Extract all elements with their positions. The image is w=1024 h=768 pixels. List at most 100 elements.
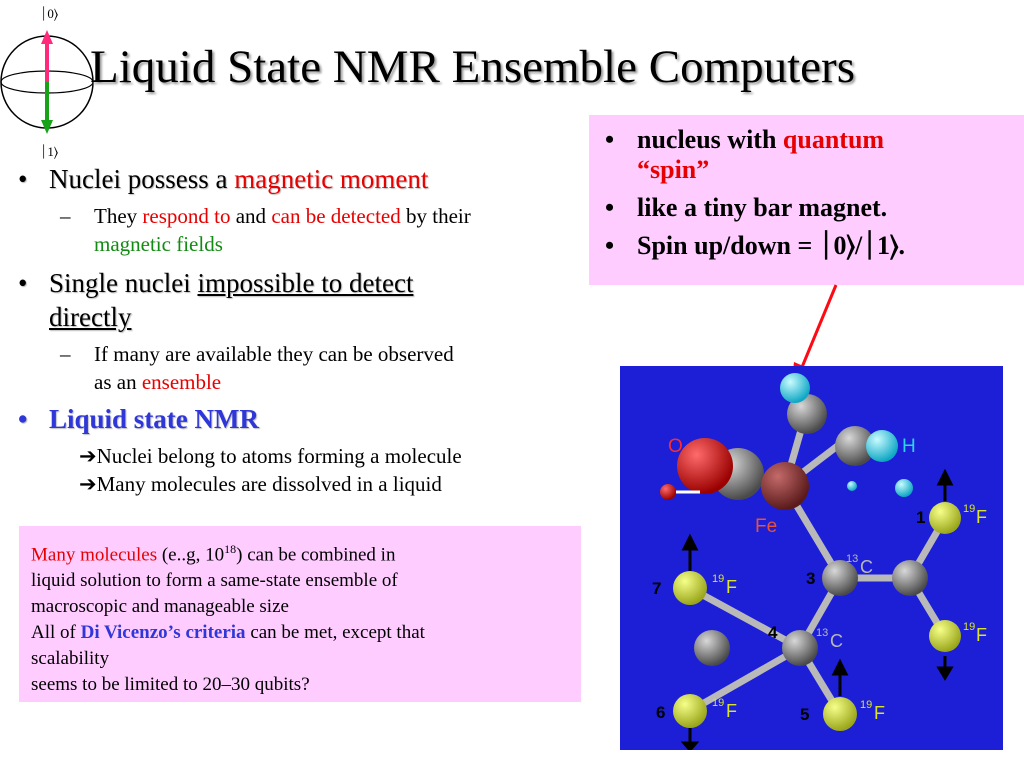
bloch-sphere-icon xyxy=(0,30,94,134)
atom-index-1: 1 xyxy=(916,508,925,527)
sub-text: Many molecules are dissolved in a liquid xyxy=(96,472,442,496)
bullet-liquid-state-nmr: • Liquid state NMR xyxy=(18,402,596,436)
sub-text: and xyxy=(230,204,272,228)
bullet-magnetic-moment: • Nuclei possess a magnetic moment xyxy=(18,162,596,196)
sub-text: If many are available they can be observ… xyxy=(94,342,454,366)
note-line: macroscopic and manageable size xyxy=(31,596,289,618)
arrow-icon: ➔ xyxy=(79,444,97,468)
F-label: F xyxy=(874,703,885,723)
bullet-text: Nuclei possess a xyxy=(49,164,235,194)
molecule-arrows xyxy=(680,468,954,750)
note-line: scalability xyxy=(31,648,110,670)
note-line: All of Di Vicenzo’s criteria can be met,… xyxy=(31,620,571,646)
highlight-text: can be detected xyxy=(271,204,401,228)
spin-info-box: • nucleus with quantum “spin” • like a t… xyxy=(589,115,1024,285)
ensemble-note-box: Many molecules (e..g, 1018) can be combi… xyxy=(19,526,581,702)
highlight-text: respond to xyxy=(142,204,231,228)
atom-index-7: 7 xyxy=(652,579,661,598)
bullet-dot: • xyxy=(605,125,615,154)
sub-text: They xyxy=(94,204,143,228)
hydrogen-atom xyxy=(847,481,857,491)
carbon-atom xyxy=(694,630,730,666)
spin-text: nucleus with xyxy=(637,125,783,154)
atom-index-3: 3 xyxy=(806,569,815,588)
underlined-text: directly xyxy=(49,302,132,332)
highlight-text: magnetic moment xyxy=(234,164,429,194)
bullet-single-nuclei: • Single nuclei impossible to detect dir… xyxy=(18,266,596,334)
C-label: C xyxy=(860,557,873,577)
iron-atom xyxy=(761,462,809,510)
bullet-dot: • xyxy=(18,404,28,434)
highlight-text: Many molecules xyxy=(31,544,158,566)
spin-bullet-1: • nucleus with quantum “spin” xyxy=(599,125,1016,185)
note-text: All of xyxy=(31,622,81,644)
atom-label-H: H xyxy=(902,436,916,457)
atom-index-5: 5 xyxy=(800,705,809,724)
bullet-dot: • xyxy=(605,231,615,260)
arrow-item-liquid: ➔Many molecules are dissolved in a liqui… xyxy=(18,470,596,498)
arrow-item-molecule: ➔Nuclei belong to atoms forming a molecu… xyxy=(18,442,596,470)
C-label: C xyxy=(830,631,843,651)
bullet-list: • Nuclei possess a magnetic moment – The… xyxy=(18,162,596,498)
molecule-illustration: O H Fe 1 19 F 3 13 C 7 19 F 4 13 C 19 F … xyxy=(620,366,1003,750)
atom-index-6: 6 xyxy=(656,703,665,722)
bullet-dot: • xyxy=(18,268,28,298)
note-line: seems to be limited to 20–30 qubits? xyxy=(31,674,310,696)
atom-index-4: 4 xyxy=(768,623,778,642)
highlight-text: Di Vicenzo’s criteria xyxy=(80,622,246,644)
note-superscript: 18 xyxy=(224,542,237,556)
bullet-dot: • xyxy=(605,193,615,222)
C-mass-label: 13 xyxy=(846,553,858,565)
bullet-text: Liquid state NMR xyxy=(49,404,260,434)
underlined-text: impossible to detect xyxy=(197,268,414,298)
carbon-atom xyxy=(835,426,875,466)
fluorine-atom xyxy=(929,502,961,534)
hydrogen-atom xyxy=(866,430,898,462)
note-text: ) can be combined in xyxy=(236,544,396,566)
note-line: Many molecules (e..g, 1018) can be combi… xyxy=(31,536,571,568)
sub-bullet-dash: – xyxy=(60,204,71,228)
note-line: liquid solution to form a same-state ens… xyxy=(31,570,398,592)
F-label: F xyxy=(726,577,737,597)
bullet-text: Single nuclei xyxy=(49,268,198,298)
carbon-atom xyxy=(787,394,827,434)
hydrogen-atom xyxy=(895,479,913,497)
highlight-text: “spin” xyxy=(637,155,710,184)
ket-zero-label: ⏐0⟩ xyxy=(40,6,59,21)
C-mass-label: 13 xyxy=(816,627,828,639)
F-label: F xyxy=(976,507,987,527)
F-mass-label: 19 xyxy=(963,503,975,515)
fluorine-atom xyxy=(823,697,857,731)
oxygen-atom xyxy=(677,438,733,494)
F-mass-label: 19 xyxy=(860,699,872,711)
sub-bullet-ensemble: – If many are available they can be obse… xyxy=(18,340,596,396)
atom-label-O: O xyxy=(668,436,683,457)
arrow-icon: ➔ xyxy=(79,472,97,496)
highlight-text: magnetic fields xyxy=(94,232,223,256)
carbon-atom xyxy=(782,630,818,666)
note-text: can be met, except that xyxy=(245,622,425,644)
ket-one-label: ⏐1⟩ xyxy=(40,144,59,159)
highlight-text: ensemble xyxy=(141,370,222,394)
sub-text: by their xyxy=(400,204,471,228)
sub-text: as an xyxy=(94,370,142,394)
bullet-dot: • xyxy=(18,164,28,194)
carbon-atom xyxy=(822,560,858,596)
carbon-atom xyxy=(892,560,928,596)
F-mass-label: 19 xyxy=(712,573,724,585)
atom-label-Fe: Fe xyxy=(755,516,777,537)
fluorine-atom xyxy=(673,571,707,605)
highlight-text: quantum xyxy=(782,125,885,154)
oxygen-atom xyxy=(660,484,676,500)
spin-text: like a tiny bar magnet. xyxy=(637,193,888,222)
spin-text: Spin up/down = ⏐0⟩/⏐1⟩. xyxy=(637,231,906,260)
sub-text: Nuclei belong to atoms forming a molecul… xyxy=(96,444,462,468)
spin-bullet-3: • Spin up/down = ⏐0⟩/⏐1⟩. xyxy=(599,231,1016,261)
hydrogen-atom xyxy=(780,373,810,403)
F-label: F xyxy=(726,701,737,721)
sub-bullet-dash: – xyxy=(60,342,71,366)
F-label: F xyxy=(976,625,987,645)
molecule-diagram: O H Fe 1 19 F 3 13 C 7 19 F 4 13 C 19 F … xyxy=(652,373,987,750)
fluorine-atom xyxy=(929,620,961,652)
slide-title: Liquid State NMR Ensemble Computers xyxy=(90,41,855,93)
